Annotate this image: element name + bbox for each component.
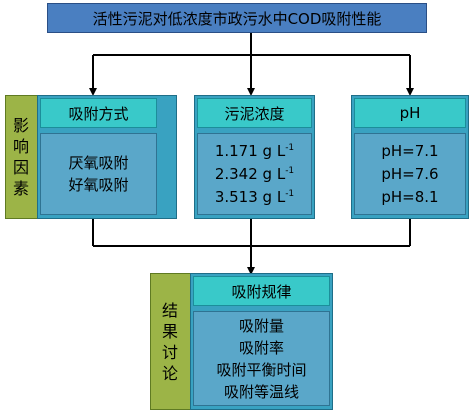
factors-side-char: 因	[12, 158, 29, 177]
unit-exponent: -1	[285, 188, 295, 199]
sludge-concentration-body: 1.171 g L-1 2.342 g L-1 3.513 g L-1	[197, 133, 312, 215]
sludge-concentration-item: 1.171 g L-1	[215, 140, 294, 163]
results-side-char: 结	[161, 300, 178, 320]
ph-item: pH=8.1	[381, 187, 439, 206]
sludge-concentration-item: 3.513 g L-1	[215, 186, 294, 209]
ph-item: pH=7.1	[381, 141, 439, 160]
adsorption-mode-body: 厌氧吸附 好氧吸附	[40, 133, 157, 215]
factors-side-char: 素	[12, 179, 29, 198]
diagram-title: 活性污泥对低浓度市政污水中COD吸附性能	[47, 3, 427, 33]
sludge-concentration-value: 2.342 g L	[214, 164, 286, 183]
ph-header: pH	[354, 98, 466, 128]
adsorption-mode-item: 好氧吸附	[68, 176, 129, 194]
results-side-char: 论	[161, 363, 178, 383]
results-item: 吸附率	[238, 338, 284, 357]
ph-item: pH=7.6	[381, 164, 439, 183]
ph-body: pH=7.1 pH=7.6 pH=8.1	[354, 133, 466, 215]
adsorption-mode-header: 吸附方式	[40, 98, 157, 128]
factors-side-label: 影 响 因 素	[5, 95, 37, 219]
results-side-label: 结 果 讨 论	[150, 273, 190, 410]
sludge-concentration-value: 3.513 g L	[214, 187, 286, 206]
sludge-concentration-item: 2.342 g L-1	[215, 163, 294, 186]
adsorption-mode-item: 厌氧吸附	[68, 154, 129, 172]
unit-exponent: -1	[285, 165, 295, 176]
sludge-concentration-header: 污泥浓度	[197, 98, 312, 128]
results-item: 吸附平衡时间	[216, 360, 307, 379]
results-side-char: 果	[161, 321, 178, 341]
results-item: 吸附量	[238, 316, 284, 335]
results-item: 吸附等温线	[223, 382, 299, 401]
sludge-concentration-value: 1.171 g L	[214, 141, 286, 160]
factors-side-char: 响	[12, 137, 29, 156]
results-side-char: 讨	[161, 342, 178, 362]
results-body: 吸附量 吸附率 吸附平衡时间 吸附等温线	[193, 311, 330, 406]
results-header: 吸附规律	[193, 276, 330, 306]
unit-exponent: -1	[285, 142, 295, 153]
factors-side-char: 影	[12, 116, 29, 135]
